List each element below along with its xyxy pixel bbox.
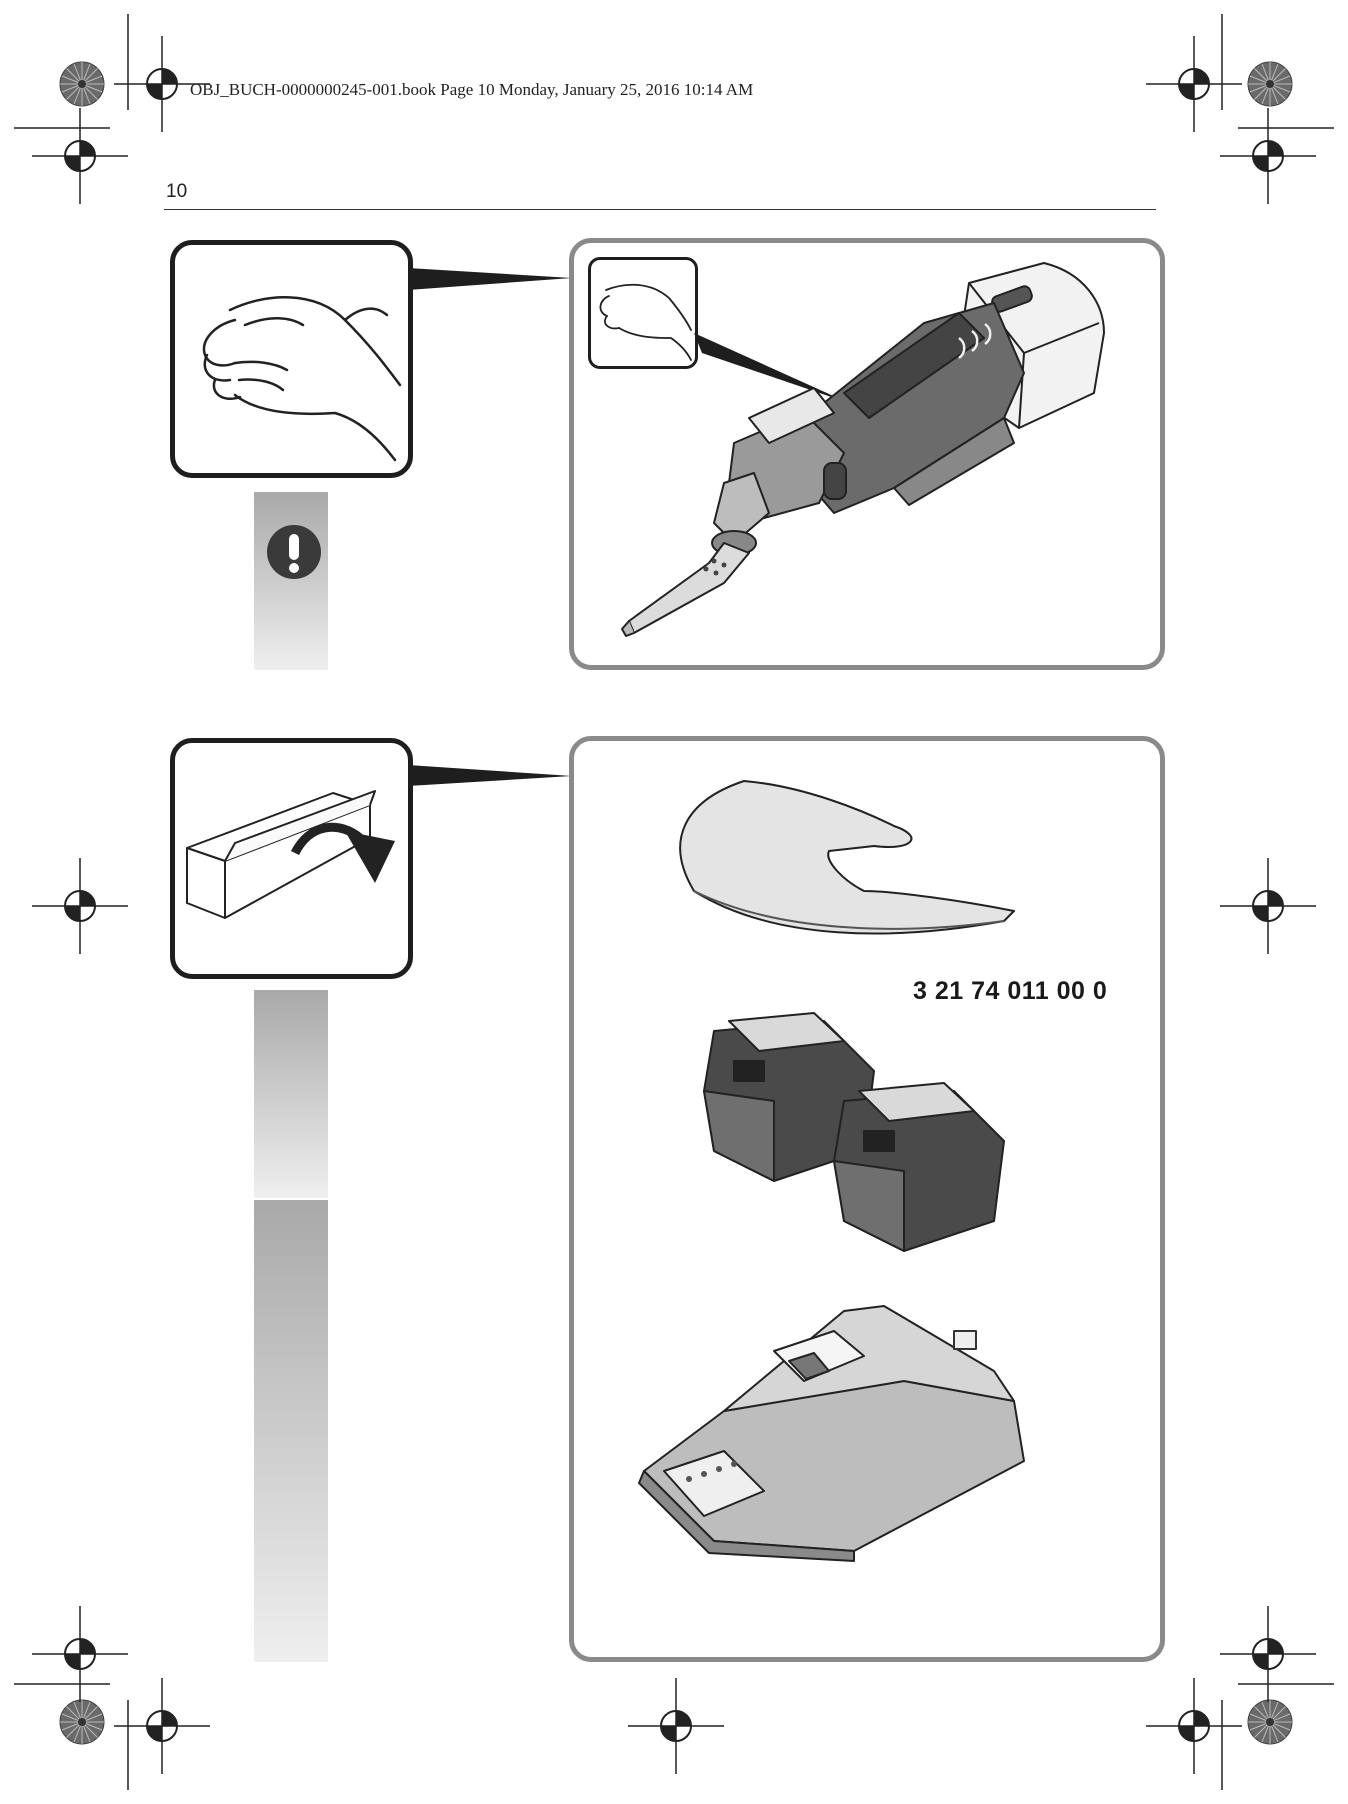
book-slug-line: OBJ_BUCH-0000000245-001.book Page 10 Mon…: [190, 80, 754, 99]
battery-1: [703, 1012, 875, 1182]
tool-panel: [569, 238, 1165, 670]
sanding-pad-illustration: [679, 780, 1015, 935]
hand-inset-box: [588, 257, 698, 369]
tool-pointer: [694, 333, 849, 403]
box-callout-box: [170, 738, 413, 979]
warning-sidebar: [254, 492, 328, 670]
charger-illustration: [638, 1305, 1025, 1562]
open-box-illustration: [186, 790, 395, 919]
hand-callout-box: [170, 240, 413, 478]
accessories-panel: 3 21 74 011 00 0: [569, 736, 1165, 1662]
header-rule: [164, 209, 1156, 210]
part-number: 3 21 74 011 00 0: [913, 977, 1108, 1005]
hand-inset-illustration: [599, 283, 692, 361]
accessory-sidebar-upper: [254, 990, 328, 1198]
accessory-sidebar-lower: [254, 1200, 328, 1662]
page-number: 10: [166, 181, 188, 202]
sidebar-divider: [254, 1198, 328, 1200]
batteries-illustration: [703, 1012, 1005, 1252]
battery-2: [833, 1082, 1005, 1252]
hand-illustration: [202, 296, 402, 462]
exclamation-warning-icon: [267, 525, 321, 579]
multitool-illustration: [621, 262, 1105, 637]
